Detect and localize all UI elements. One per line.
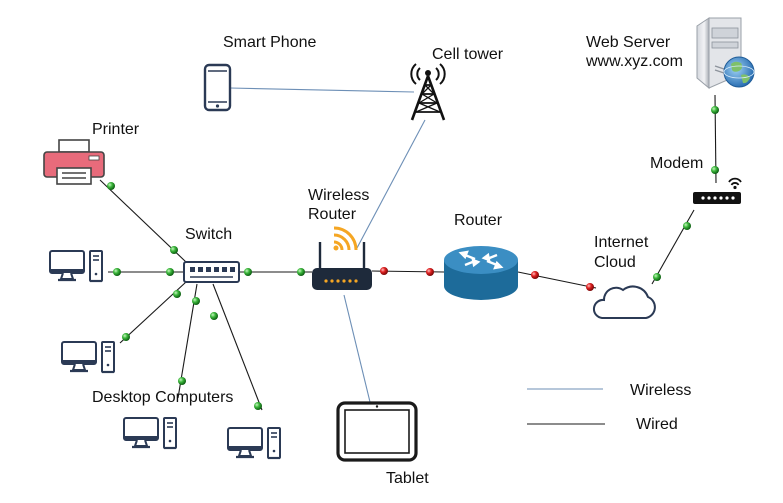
tablet-icon	[336, 401, 418, 462]
connector-dot	[170, 246, 178, 254]
label-web-server-url: www.xyz.com	[586, 53, 683, 70]
link-cloud-modem	[651, 209, 695, 285]
cloud-icon	[593, 285, 656, 319]
label-internet: Internet	[594, 234, 649, 251]
link-phone-tower	[229, 87, 415, 93]
web-server-icon	[696, 17, 755, 90]
link-tower-router	[356, 119, 426, 249]
label-switch: Switch	[185, 226, 233, 243]
connector-dot	[173, 290, 181, 298]
printer-icon	[43, 139, 105, 185]
link-router-tablet	[343, 294, 371, 403]
cell-tower-icon	[410, 63, 446, 121]
router-icon	[444, 246, 518, 300]
connector-dot	[210, 312, 218, 320]
connector-dot	[297, 268, 305, 276]
link-router-cloud	[517, 271, 597, 289]
connector-dot	[653, 273, 661, 281]
switch-icon	[183, 261, 240, 283]
wireless-links	[229, 87, 426, 403]
connector-dot	[683, 222, 691, 230]
connectors	[107, 106, 719, 410]
connector-dot	[380, 267, 388, 275]
connector-dot	[531, 271, 539, 279]
connector-dot	[178, 377, 186, 385]
wireless-router-icon	[312, 226, 372, 290]
desktop-computer-icon	[60, 340, 116, 374]
connector-dot	[166, 268, 174, 276]
label-desktop-computers: Desktop Computers	[92, 389, 234, 406]
connector-dot	[107, 182, 115, 190]
label-web-server: Web Server	[586, 34, 671, 51]
legend-wired-label: Wired	[636, 416, 678, 433]
connector-dot	[244, 268, 252, 276]
legend-wireless-label: Wireless	[630, 382, 692, 399]
desktop-computer-icon	[48, 249, 104, 283]
desktop-computer-icon	[122, 416, 178, 450]
label-wireless-router-line2: Router	[308, 206, 357, 223]
modem-icon	[693, 177, 742, 204]
label-internet-cloud: Cloud	[594, 254, 636, 271]
smartphone-icon	[203, 63, 232, 112]
desktop-computer-icon	[226, 426, 282, 460]
connector-dot	[122, 333, 130, 341]
label-cell-tower: Cell tower	[432, 46, 504, 63]
label-smart-phone: Smart Phone	[223, 34, 317, 51]
connector-dot	[711, 166, 719, 174]
label-printer: Printer	[92, 121, 140, 138]
label-tablet: Tablet	[386, 470, 429, 487]
connector-dot	[254, 402, 262, 410]
connector-dot	[426, 268, 434, 276]
connector-dot	[586, 283, 594, 291]
label-router: Router	[454, 212, 503, 229]
connector-dot	[192, 297, 200, 305]
link-switch-desktop4	[212, 283, 263, 411]
connector-dot	[113, 268, 121, 276]
label-modem: Modem	[650, 155, 704, 172]
connector-dot	[711, 106, 719, 114]
label-wireless-router-line1: Wireless	[308, 187, 370, 204]
